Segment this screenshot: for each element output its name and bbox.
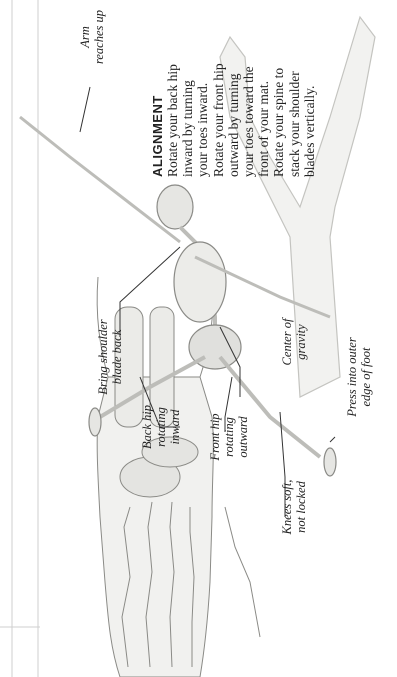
alignment-panel: ALIGNMENT Rotate your back hip inward by… [150, 7, 317, 177]
label-back-hip: Back hip rotating inward [140, 382, 182, 472]
alignment-line: front of your mat. [256, 7, 271, 177]
label-press-foot: Press into outer edge of foot [345, 317, 373, 437]
alignment-line: your toes inward. [195, 7, 210, 177]
label-front-hip: Front hip rotating outward [208, 392, 250, 482]
leader-press [330, 437, 335, 442]
alignment-line: Rotate your front hip [211, 7, 226, 177]
alignment-body: Rotate your back hip inward by turning y… [165, 7, 317, 177]
alignment-line: inward by turning [180, 7, 195, 177]
leader-arm [80, 87, 90, 132]
label-shoulder: Bring shoulder blade back [96, 302, 124, 412]
alignment-title: ALIGNMENT [150, 7, 165, 177]
alignment-line: Rotate your back hip [165, 7, 180, 177]
alignment-line: outward by turning [226, 7, 241, 177]
label-arm: Arm reaches up [78, 0, 106, 92]
alignment-line: your toes toward the [241, 7, 256, 177]
alignment-line: Rotate your spine to [271, 7, 286, 177]
label-knees: Knees soft, not locked [280, 457, 308, 557]
alignment-line: blades vertically. [302, 7, 317, 177]
alignment-line: stack your shoulder [287, 7, 302, 177]
label-center-of-gravity: Center of gravity [280, 297, 308, 387]
